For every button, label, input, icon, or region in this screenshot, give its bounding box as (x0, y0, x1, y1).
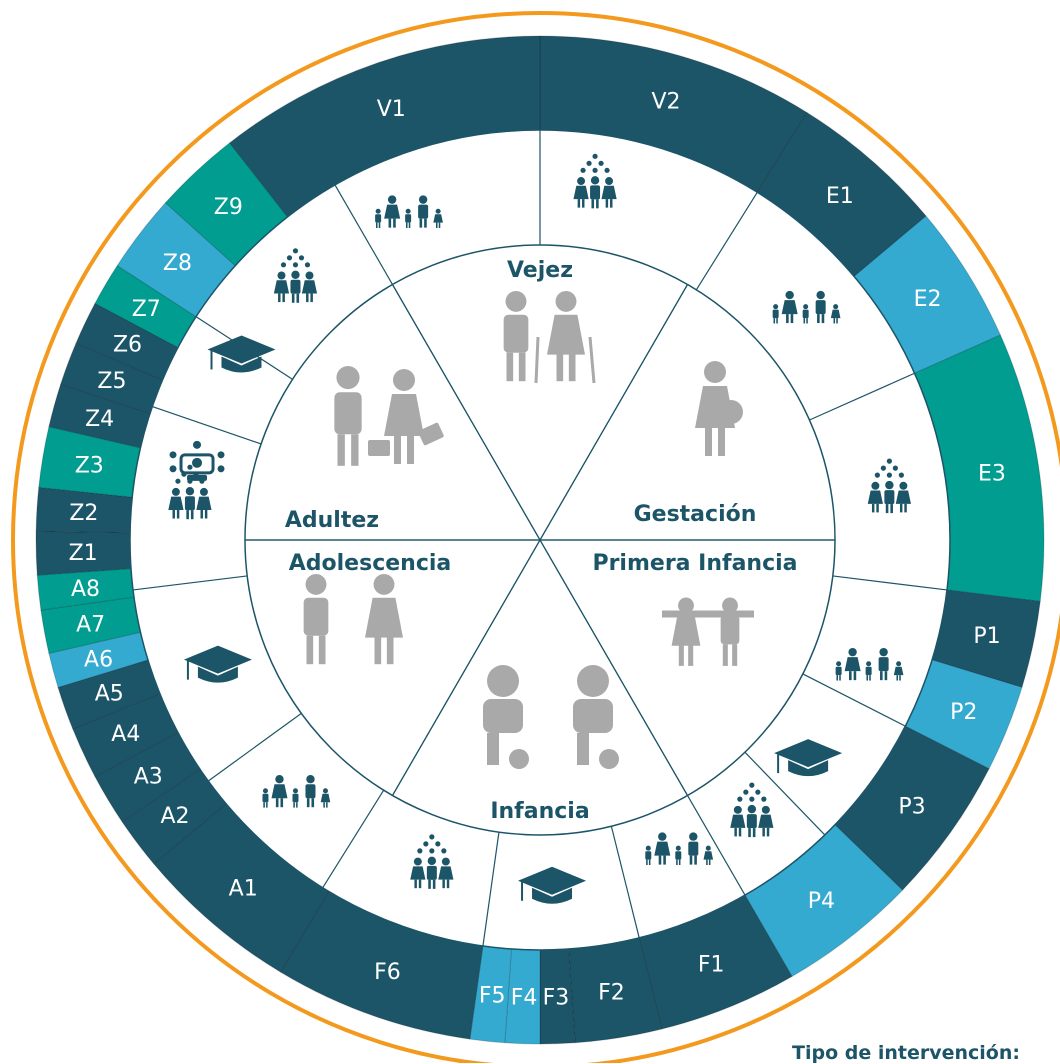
family-icon (835, 647, 904, 681)
ring-divider (334, 184, 394, 285)
community-icon (410, 834, 454, 889)
segment-label-z6: Z6 (113, 332, 142, 357)
segment-label-f2: F2 (598, 980, 625, 1005)
family-icon (645, 832, 714, 866)
ring-divider (809, 372, 915, 421)
children-icon (483, 665, 619, 769)
graduation-cap-icon (518, 866, 587, 904)
ring-divider (207, 712, 302, 782)
stage-label-adolescencia: Adolescencia (289, 551, 452, 576)
segment-label-z1: Z1 (69, 541, 98, 566)
family-icon (375, 195, 443, 229)
segment-label-e3: E3 (978, 461, 1006, 486)
segment-label-e1: E1 (826, 184, 854, 209)
segment-label-p2: P2 (950, 700, 977, 725)
graduation-cap-icon (183, 645, 252, 683)
segment-label-a6: A6 (84, 647, 113, 672)
ring-divider (802, 673, 906, 727)
segment-label-e2: E2 (914, 287, 942, 312)
segment-label-a5: A5 (95, 682, 124, 707)
segment-label-a1: A1 (229, 877, 258, 902)
segment-label-z7: Z7 (132, 297, 161, 322)
ring-divider (832, 575, 948, 591)
community-icon (867, 458, 911, 514)
community-icon (730, 782, 774, 838)
segment-label-z9: Z9 (214, 195, 243, 220)
segment-label-z5: Z5 (97, 369, 126, 394)
ring-divider (744, 751, 826, 836)
segment-label-p1: P1 (973, 624, 1000, 649)
segment-label-z3: Z3 (75, 454, 104, 479)
legend-title: Tipo de intervención: (792, 1042, 1020, 1064)
elderly-icon (503, 290, 596, 384)
segment-label-f5: F5 (479, 983, 506, 1008)
segment-label-p4: P4 (808, 889, 835, 914)
family-icon (262, 775, 331, 808)
segment-label-f1: F1 (698, 953, 725, 978)
segment-label-v1: V1 (377, 97, 406, 122)
stage-label-primera-infancia: Primera Infancia (592, 551, 797, 576)
segment-label-v2: V2 (651, 90, 680, 115)
segment-label-a4: A4 (111, 722, 140, 747)
family-icon (772, 290, 841, 324)
segment-label-p3: P3 (898, 794, 925, 819)
adults-icon (334, 366, 444, 466)
ring-divider (686, 795, 746, 896)
ring-divider (610, 826, 640, 938)
teenagers-icon (303, 573, 403, 665)
ring-divider (322, 789, 385, 889)
segment-label-z2: Z2 (69, 501, 98, 526)
ring-divider (482, 832, 500, 947)
meeting-icon (169, 440, 225, 481)
graduation-cap-icon (774, 739, 843, 777)
pregnant-woman-icon (695, 361, 743, 456)
ring-divider (132, 575, 248, 591)
segment-label-a2: A2 (161, 804, 190, 829)
stage-label-adultez: Adultez (285, 508, 379, 533)
stage-divider (391, 284, 689, 796)
stage-label-gestacion: Gestación (634, 502, 757, 527)
stage-label-infancia: Infancia (490, 799, 589, 824)
graduation-cap-icon (207, 335, 276, 373)
segment-label-f3: F3 (543, 986, 570, 1011)
segment-label-a3: A3 (134, 764, 163, 789)
segment-label-a8: A8 (71, 577, 100, 602)
segment-label-a7: A7 (76, 612, 105, 637)
ring-divider (152, 405, 262, 445)
community-icon (273, 248, 318, 303)
segment-label-f4: F4 (511, 986, 538, 1011)
toddlers-icon (662, 597, 754, 666)
segment-label-z8: Z8 (163, 251, 192, 276)
community-icon (573, 153, 617, 209)
segment-label-f6: F6 (374, 960, 401, 985)
stage-label-vejez: Vejez (507, 258, 573, 283)
segment-label-z4: Z4 (85, 407, 114, 432)
ring-divider (695, 191, 758, 291)
